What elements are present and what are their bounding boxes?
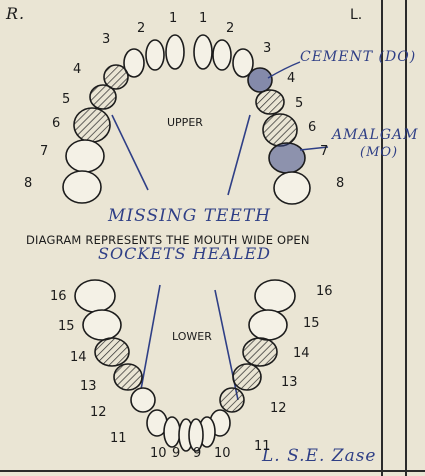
tooth-lower-left-12: [220, 388, 244, 412]
tooth-upper-right-7: [66, 140, 104, 172]
upper-left-number-8: 8: [336, 177, 344, 190]
upper-left-number-3: 3: [263, 42, 271, 55]
lower-left-number-15: 15: [303, 317, 320, 330]
tooth-upper-left-6: [263, 114, 297, 146]
lower-left-number-10: 10: [214, 447, 231, 460]
tooth-lower-left-14: [243, 338, 277, 366]
tooth-lower-right-14: [95, 338, 129, 366]
tooth-lower-left-13: [233, 364, 261, 390]
upper-right-number-2: 2: [137, 22, 145, 35]
left-side-marker: L.: [350, 8, 362, 22]
amalgam-note: AMALGAM: [332, 128, 418, 142]
upper-label: UPPER: [167, 117, 203, 128]
lower-left-number-9: 9: [193, 447, 201, 460]
tooth-upper-left-7: [269, 143, 305, 173]
tooth-upper-right-1: [166, 35, 184, 69]
tooth-lower-right-10: [164, 417, 180, 447]
lower-right-number-16: 16: [50, 290, 67, 303]
tooth-upper-right-5: [90, 85, 116, 109]
lower-left-number-14: 14: [293, 347, 310, 360]
upper-right-number-4: 4: [73, 63, 81, 76]
right-side-marker: R.: [6, 6, 25, 22]
signature: L. S.E. Zase: [262, 448, 377, 465]
missing-tooth-stroke-1: [112, 115, 148, 190]
tooth-lower-right-15: [83, 310, 121, 340]
upper-right-number-3: 3: [102, 33, 110, 46]
lower-left-number-12: 12: [270, 402, 287, 415]
tooth-lower-left-15: [249, 310, 287, 340]
lower-left-number-16: 16: [316, 285, 333, 298]
cement-note: CEMENT (DO): [300, 50, 416, 64]
tooth-upper-left-8: [274, 172, 310, 204]
lower-left-number-11: 11: [254, 440, 271, 453]
tooth-lower-right-16: [75, 280, 115, 312]
lower-label: LOWER: [172, 331, 212, 342]
tooth-upper-left-2: [213, 40, 231, 70]
upper-left-number-6: 6: [308, 121, 316, 134]
upper-left-number-4: 4: [287, 72, 295, 85]
lower-arch: [75, 280, 295, 451]
lower-right-number-10: 10: [150, 447, 167, 460]
upper-right-number-5: 5: [62, 93, 70, 106]
upper-left-number-7: 7: [320, 145, 328, 158]
lower-right-number-14: 14: [70, 351, 87, 364]
missing-tooth-stroke-2: [228, 115, 250, 195]
lower-right-number-9: 9: [172, 447, 180, 460]
lower-right-number-11: 11: [110, 432, 127, 445]
upper-left-number-5: 5: [295, 97, 303, 110]
tooth-upper-right-2: [146, 40, 164, 70]
upper-right-number-7: 7: [40, 145, 48, 158]
tooth-lower-right-12: [131, 388, 155, 412]
missing-teeth-note: MISSING TEETH: [108, 208, 271, 225]
upper-right-number-8: 8: [24, 177, 32, 190]
upper-left-number-1: 1: [199, 12, 207, 25]
tooth-upper-left-5: [256, 90, 284, 114]
upper-right-number-6: 6: [52, 117, 60, 130]
tooth-upper-right-6: [74, 108, 110, 142]
tooth-upper-left-4: [248, 68, 272, 92]
lower-right-number-12: 12: [90, 406, 107, 419]
tooth-lower-right-13: [114, 364, 142, 390]
missing-tooth-stroke-4: [140, 285, 160, 395]
tooth-upper-left-1: [194, 35, 212, 69]
tooth-lower-left-16: [255, 280, 295, 312]
lower-right-number-13: 13: [80, 380, 97, 393]
lower-left-number-13: 13: [281, 376, 298, 389]
amalgam-surface-note: (MO): [360, 146, 398, 159]
upper-right-number-1: 1: [169, 12, 177, 25]
tooth-upper-right-8: [63, 171, 101, 203]
upper-left-number-2: 2: [226, 22, 234, 35]
lower-right-number-15: 15: [58, 320, 75, 333]
sockets-healed-note: SOCKETS HEALED: [98, 246, 271, 262]
